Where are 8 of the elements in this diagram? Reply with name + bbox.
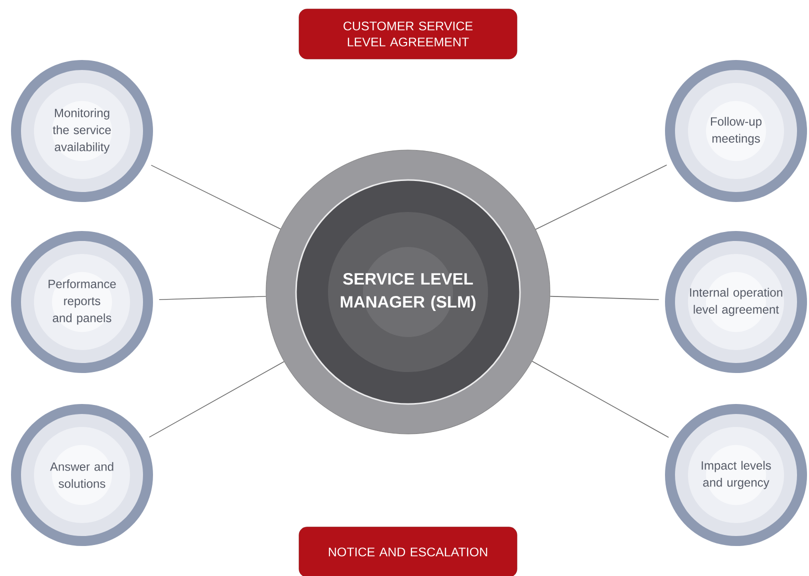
connector-line [550, 296, 660, 300]
banner-box: CUSTOMER SERVICE LEVEL AGREEMENT [298, 8, 518, 60]
banner-box: NOTICE AND ESCALATION [298, 526, 518, 576]
connector-line [532, 360, 669, 438]
connector-line [158, 296, 266, 300]
connector-line [150, 164, 281, 230]
connector-line [148, 361, 284, 438]
connector-line [535, 164, 668, 230]
